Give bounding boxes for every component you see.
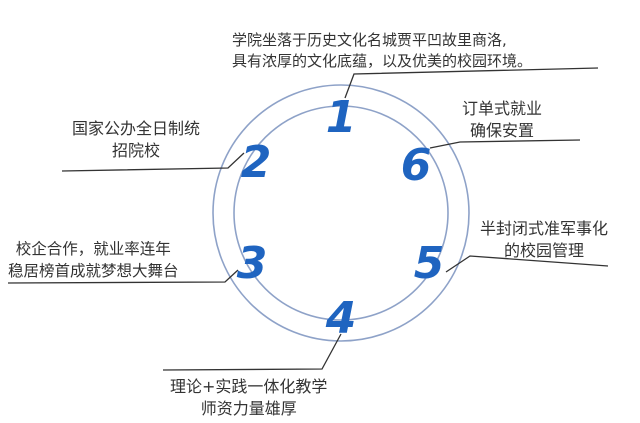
caption-5-line-1: 半封闭式准军事化 (480, 219, 609, 238)
node-number-3: 3 (237, 238, 268, 289)
node-number-5: 5 (414, 238, 445, 289)
caption-3-line-2: 稳居榜首成就梦想大舞台 (8, 262, 179, 280)
caption-6: 订单式就业 确保安置 (462, 98, 542, 142)
caption-1: 学院坐落于历史文化名城贾平凹故里商洛, 具有浓厚的文化底蕴，以及优美的校园环境。 (232, 30, 532, 72)
caption-4-line-2: 师资力量雄厚 (200, 399, 297, 418)
caption-6-line-2: 确保安置 (470, 121, 535, 140)
node-number-4: 4 (325, 293, 357, 344)
caption-3-line-1: 校企合作，就业率连年 (15, 240, 171, 258)
leader-line-5 (445, 255, 609, 273)
caption-4-line-1: 理论+实践一体化教学 (170, 377, 328, 396)
leader-line-3 (7, 269, 239, 284)
leader-line-4 (162, 333, 342, 371)
caption-3: 校企合作，就业率连年 稳居榜首成就梦想大舞台 (8, 238, 179, 282)
outer-ring (212, 84, 470, 342)
caption-5: 半封闭式准军事化 的校园管理 (480, 218, 608, 262)
caption-1-line-1: 学院坐落于历史文化名城贾平凹故里商洛, (232, 31, 507, 49)
node-number-1: 1 (326, 92, 357, 143)
inner-ring (233, 105, 449, 321)
leader-line-1 (344, 67, 599, 99)
caption-2-line-2: 招院校 (112, 141, 161, 160)
caption-6-line-1: 订单式就业 (462, 99, 543, 118)
caption-1-line-2: 具有浓厚的文化底蕴，以及优美的校园环境。 (232, 52, 533, 70)
caption-4: 理论+实践一体化教学 师资力量雄厚 (170, 376, 327, 420)
leader-line-6 (429, 139, 581, 149)
node-number-6: 6 (401, 140, 432, 191)
caption-2-line-1: 国家公办全日制统 (72, 119, 201, 138)
caption-5-line-2: 的校园管理 (504, 241, 585, 260)
caption-2: 国家公办全日制统 招院校 (72, 118, 200, 162)
leader-line-2 (61, 152, 245, 172)
node-number-2: 2 (241, 137, 272, 188)
